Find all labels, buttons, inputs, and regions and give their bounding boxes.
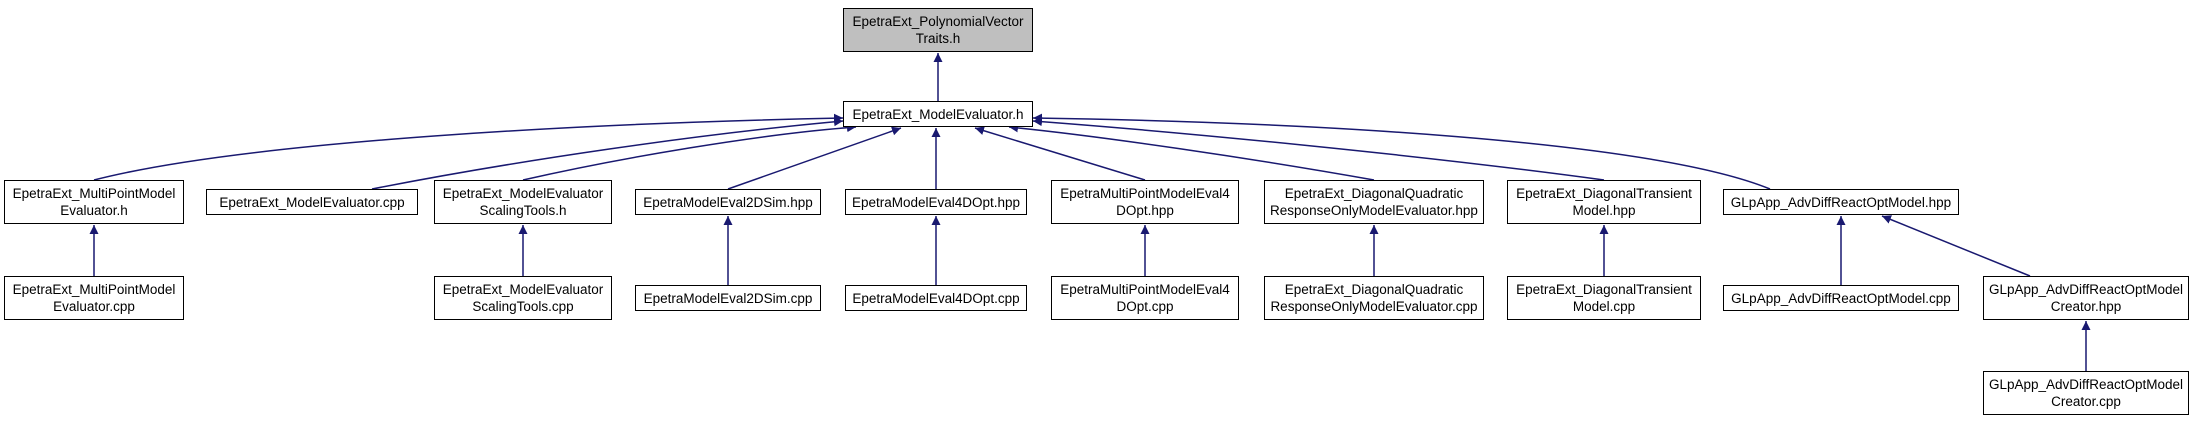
node-eval2dsim-cpp[interactable]: EpetraModelEval2DSim.cpp: [635, 285, 821, 311]
node-label: GLpApp_AdvDiffReactOptModel Creator.hpp: [1988, 282, 2184, 314]
edge-glp-creator-hpp-to-model-hpp: [1881, 215, 2031, 277]
edge-scaling-h-to-evaluator: [522, 123, 857, 181]
node-label: EpetraExt_ModelEvaluator.cpp: [219, 194, 405, 210]
node-label: EpetraExt_MultiPointModel Evaluator.h: [12, 186, 176, 218]
node-label: EpetraExt_MultiPointModel Evaluator.cpp: [12, 282, 176, 314]
node-scaling-tools-h[interactable]: EpetraExt_ModelEvaluator ScalingTools.h: [434, 180, 612, 224]
node-label: EpetraMultiPointModelEval4 DOpt.hpp: [1060, 186, 1230, 218]
node-glp-model-cpp[interactable]: GLpApp_AdvDiffReactOptModel.cpp: [1723, 285, 1959, 311]
node-scaling-tools-cpp[interactable]: EpetraExt_ModelEvaluator ScalingTools.cp…: [434, 276, 612, 320]
node-eval2dsim-hpp[interactable]: EpetraModelEval2DSim.hpp: [635, 189, 821, 215]
node-diagonal-quadratic-cpp[interactable]: EpetraExt_DiagonalQuadratic ResponseOnly…: [1264, 276, 1484, 320]
node-model-evaluator-cpp[interactable]: EpetraExt_ModelEvaluator.cpp: [206, 189, 418, 215]
node-label: EpetraModelEval2DSim.hpp: [643, 194, 813, 210]
node-label: EpetraMultiPointModelEval4 DOpt.cpp: [1060, 282, 1230, 314]
node-diagonal-quadratic-hpp[interactable]: EpetraExt_DiagonalQuadratic ResponseOnly…: [1264, 180, 1484, 224]
edge-multipoint-h-to-evaluator: [93, 113, 844, 181]
node-diagonal-transient-hpp[interactable]: EpetraExt_DiagonalTransient Model.hpp: [1507, 180, 1701, 224]
node-label: EpetraExt_ModelEvaluator ScalingTools.cp…: [442, 282, 604, 314]
node-glp-creator-cpp[interactable]: GLpApp_AdvDiffReactOptModel Creator.cpp: [1983, 371, 2189, 415]
node-label: EpetraModelEval2DSim.cpp: [643, 290, 813, 306]
node-eval4dopt-cpp[interactable]: EpetraModelEval4DOpt.cpp: [845, 285, 1027, 311]
node-label: GLpApp_AdvDiffReactOptModel.cpp: [1731, 290, 1951, 306]
node-label: EpetraExt_DiagonalTransient Model.hpp: [1516, 186, 1692, 218]
edge-diag-trans-hpp-to-evaluator: [1032, 117, 1605, 181]
node-label: EpetraExt_DiagonalQuadratic ResponseOnly…: [1270, 186, 1478, 218]
node-label: EpetraExt_PolynomialVector Traits.h: [852, 14, 1024, 46]
edge-glp-model-hpp-to-evaluator: [1032, 113, 1771, 190]
node-label: GLpApp_AdvDiffReactOptModel.hpp: [1730, 194, 1952, 210]
node-multipoint-eval4dopt-cpp[interactable]: EpetraMultiPointModelEval4 DOpt.cpp: [1051, 276, 1239, 320]
node-label: EpetraModelEval4DOpt.cpp: [852, 290, 1020, 306]
node-polynomial-vector-traits-h: EpetraExt_PolynomialVector Traits.h: [843, 8, 1033, 52]
node-label: EpetraExt_DiagonalTransient Model.cpp: [1516, 282, 1692, 314]
edge-evaluator-cpp-to-evaluator: [371, 117, 844, 190]
edge-eval2dsim-hpp-to-evaluator: [727, 126, 902, 190]
node-label: EpetraExt_DiagonalQuadratic ResponseOnly…: [1270, 282, 1478, 314]
node-diagonal-transient-cpp[interactable]: EpetraExt_DiagonalTransient Model.cpp: [1507, 276, 1701, 320]
node-glp-model-hpp[interactable]: GLpApp_AdvDiffReactOptModel.hpp: [1723, 189, 1959, 215]
node-label: EpetraModelEval4DOpt.hpp: [851, 194, 1021, 210]
node-label: GLpApp_AdvDiffReactOptModel Creator.cpp: [1988, 377, 2184, 409]
node-multipoint-model-evaluator-h[interactable]: EpetraExt_MultiPointModel Evaluator.h: [4, 180, 184, 224]
node-glp-creator-hpp[interactable]: GLpApp_AdvDiffReactOptModel Creator.hpp: [1983, 276, 2189, 320]
node-eval4dopt-hpp[interactable]: EpetraModelEval4DOpt.hpp: [845, 189, 1027, 215]
node-label: EpetraExt_ModelEvaluator.h: [852, 106, 1024, 122]
node-multipoint-eval4dopt-hpp[interactable]: EpetraMultiPointModelEval4 DOpt.hpp: [1051, 180, 1239, 224]
node-label: EpetraExt_ModelEvaluator ScalingTools.h: [442, 186, 604, 218]
edge-mp-eval4dopt-hpp-to-evaluator: [974, 126, 1146, 181]
node-model-evaluator-h[interactable]: EpetraExt_ModelEvaluator.h: [843, 101, 1033, 127]
edge-diag-quad-hpp-to-evaluator: [1008, 123, 1375, 181]
node-multipoint-model-evaluator-cpp[interactable]: EpetraExt_MultiPointModel Evaluator.cpp: [4, 276, 184, 320]
